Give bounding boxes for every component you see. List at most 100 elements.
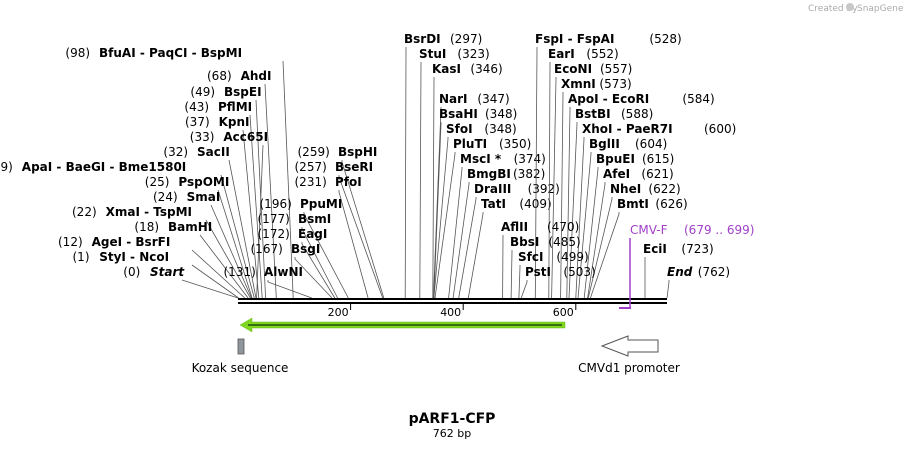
primer-cmv-f[interactable]: CMV-F (679 .. 699) bbox=[619, 223, 754, 309]
site-bsphi[interactable]: (259)BspHI bbox=[298, 145, 385, 299]
site-position: (177) bbox=[258, 212, 290, 226]
site-pfoi[interactable]: (231)PfoI bbox=[295, 175, 369, 299]
site-pflmi[interactable]: (43)PflMI bbox=[184, 100, 263, 299]
site-msci[interactable]: MscI *(374) bbox=[448, 152, 546, 299]
site-xmni[interactable]: XmnI(573) bbox=[560, 77, 632, 299]
site-position: (172) bbox=[258, 227, 290, 241]
site-ahdi[interactable]: (68)AhdI bbox=[207, 69, 277, 299]
site-name: KasI bbox=[432, 62, 461, 76]
site-name: StuI bbox=[419, 47, 446, 61]
site-pluti[interactable]: PluTI(350) bbox=[434, 137, 531, 299]
site-bsmi[interactable]: (177) BsmI bbox=[258, 212, 338, 299]
site-bglii[interactable]: BglII(604) bbox=[577, 137, 667, 299]
site-bmti[interactable]: BmtI(626) bbox=[590, 197, 688, 299]
site-bfuai[interactable]: (98)BfuAI - PaqCI - BspMI bbox=[65, 46, 294, 299]
site-acc65i[interactable]: (33)Acc65I bbox=[190, 130, 268, 299]
site-leader-line bbox=[256, 144, 264, 299]
site-bamhi[interactable]: (18)BamHI bbox=[134, 220, 249, 299]
site-nari[interactable]: NarI(347) bbox=[433, 92, 510, 299]
site-position: (257) bbox=[295, 160, 327, 174]
site-name: BsmI bbox=[298, 212, 331, 226]
site-leader-line bbox=[338, 190, 369, 299]
site-fspi[interactable]: FspI - FspAI(528) bbox=[534, 32, 682, 299]
site-position: (346) bbox=[470, 62, 502, 76]
site-styi[interactable]: (1)StyI - NcoI bbox=[73, 250, 239, 299]
site-leader-line bbox=[534, 47, 538, 299]
site-end[interactable]: End(762) bbox=[666, 265, 730, 299]
site-leader-line bbox=[210, 204, 252, 299]
site-position: (621) bbox=[641, 167, 673, 181]
site-bstbi[interactable]: BstBI (588) bbox=[568, 107, 653, 299]
site-nhei[interactable]: NheI(622) bbox=[587, 182, 681, 299]
site-name: AfeI bbox=[603, 167, 630, 181]
snapgene-credit[interactable]: Created by SnapGene bbox=[808, 3, 904, 14]
site-position: (615) bbox=[642, 152, 674, 166]
site-position: (382) bbox=[513, 167, 545, 181]
site-xmai[interactable]: (22)XmaI - TspMI bbox=[72, 205, 251, 299]
site-tati[interactable]: TatI(409) bbox=[467, 197, 552, 299]
site-bseri[interactable]: (257)BseRI bbox=[295, 160, 384, 299]
site-position: (600) bbox=[704, 122, 736, 136]
site-xhoi[interactable]: XhoI - PaeR7I(600) bbox=[575, 122, 736, 299]
site-eagi[interactable]: (172)EagI bbox=[258, 227, 336, 299]
site-position: (470) bbox=[547, 220, 579, 234]
site-leader-line bbox=[249, 114, 263, 299]
site-name: BmgBI bbox=[467, 167, 511, 181]
feature-kozak[interactable]: Kozak sequence bbox=[192, 338, 289, 375]
site-bbsi[interactable]: BbsI(485) bbox=[510, 235, 581, 299]
site-econi[interactable]: EcoNI(557) bbox=[551, 62, 633, 299]
promoter-label: CMVd1 promoter bbox=[578, 361, 680, 375]
site-name: FspI - FspAI bbox=[535, 32, 614, 46]
site-pspomi[interactable]: (25)PspOMI bbox=[145, 175, 253, 299]
site-leader-line bbox=[467, 212, 484, 299]
site-apoi[interactable]: ApoI - EcoRI(584) bbox=[566, 92, 715, 299]
site-sacii[interactable]: (32)SacII bbox=[163, 145, 257, 299]
site-name: TatI bbox=[481, 197, 506, 211]
site-sfci[interactable]: SfcI(499) bbox=[518, 250, 589, 299]
feature-cmvd1-promoter[interactable]: CMVd1 promoter bbox=[578, 335, 680, 375]
site-leader-line bbox=[520, 280, 528, 299]
site-ecii[interactable]: EciI(723) bbox=[643, 242, 714, 298]
site-kasi[interactable]: KasI (346) bbox=[432, 62, 503, 299]
site-start[interactable]: (0)Start bbox=[123, 265, 239, 299]
site-name: Start bbox=[150, 265, 185, 279]
site-name: EarI bbox=[548, 47, 575, 61]
site-position: (588) bbox=[621, 107, 653, 121]
credit-text: Created by bbox=[808, 4, 858, 14]
site-name: NarI bbox=[439, 92, 468, 106]
site-aflii[interactable]: AflII (470) bbox=[501, 220, 579, 299]
site-stui[interactable]: StuI(323) bbox=[419, 47, 490, 299]
site-leader-line bbox=[191, 249, 246, 299]
site-name: BstBI bbox=[575, 107, 611, 121]
site-name: BbsI bbox=[510, 235, 539, 249]
site-sfoi[interactable]: SfoI(348) bbox=[433, 122, 517, 299]
site-ppumi[interactable]: (196)PpuMI bbox=[260, 197, 349, 299]
site-bpuei[interactable]: BpuEI(615) bbox=[583, 152, 674, 299]
site-name: AflII bbox=[501, 220, 528, 234]
site-position: (604) bbox=[635, 137, 667, 151]
primer-name: CMV-F bbox=[630, 223, 668, 237]
site-agei[interactable]: (12)AgeI - BsrFI bbox=[58, 235, 246, 299]
cfp-feature-arrow[interactable] bbox=[239, 317, 566, 333]
site-name: SfcI bbox=[518, 250, 543, 264]
site-leader-line bbox=[587, 197, 613, 299]
site-afei[interactable]: AfeI (621) bbox=[587, 167, 674, 299]
site-bsgi[interactable]: (167)BsgI bbox=[251, 242, 333, 299]
site-smai[interactable]: (24)SmaI bbox=[153, 190, 252, 299]
site-kpni[interactable]: (37)KpnI bbox=[185, 115, 260, 299]
site-bmgbi[interactable]: BmgBI(382) bbox=[452, 167, 545, 299]
site-bsahi[interactable]: BsaHI(348) bbox=[433, 107, 517, 299]
site-eari[interactable]: EarI(552) bbox=[548, 47, 619, 299]
site-leader-line bbox=[560, 92, 564, 299]
site-leader-line bbox=[301, 227, 338, 299]
site-name: SmaI bbox=[187, 190, 221, 204]
site-apai[interactable]: (29)ApaI - BaeGI - Bme1580I bbox=[0, 160, 255, 299]
site-bsrdi[interactable]: BsrDI(297) bbox=[404, 32, 482, 299]
site-psti[interactable]: PstI(503) bbox=[520, 265, 596, 299]
site-leader-line bbox=[518, 265, 521, 299]
sites-mid: (259)BspHI(257)BseRI(231)PfoI(196)PpuMI(… bbox=[224, 145, 385, 299]
site-leader-line bbox=[294, 257, 333, 299]
site-alwni[interactable]: (131)AlwNI bbox=[224, 265, 312, 299]
site-name: BamHI bbox=[168, 220, 212, 234]
